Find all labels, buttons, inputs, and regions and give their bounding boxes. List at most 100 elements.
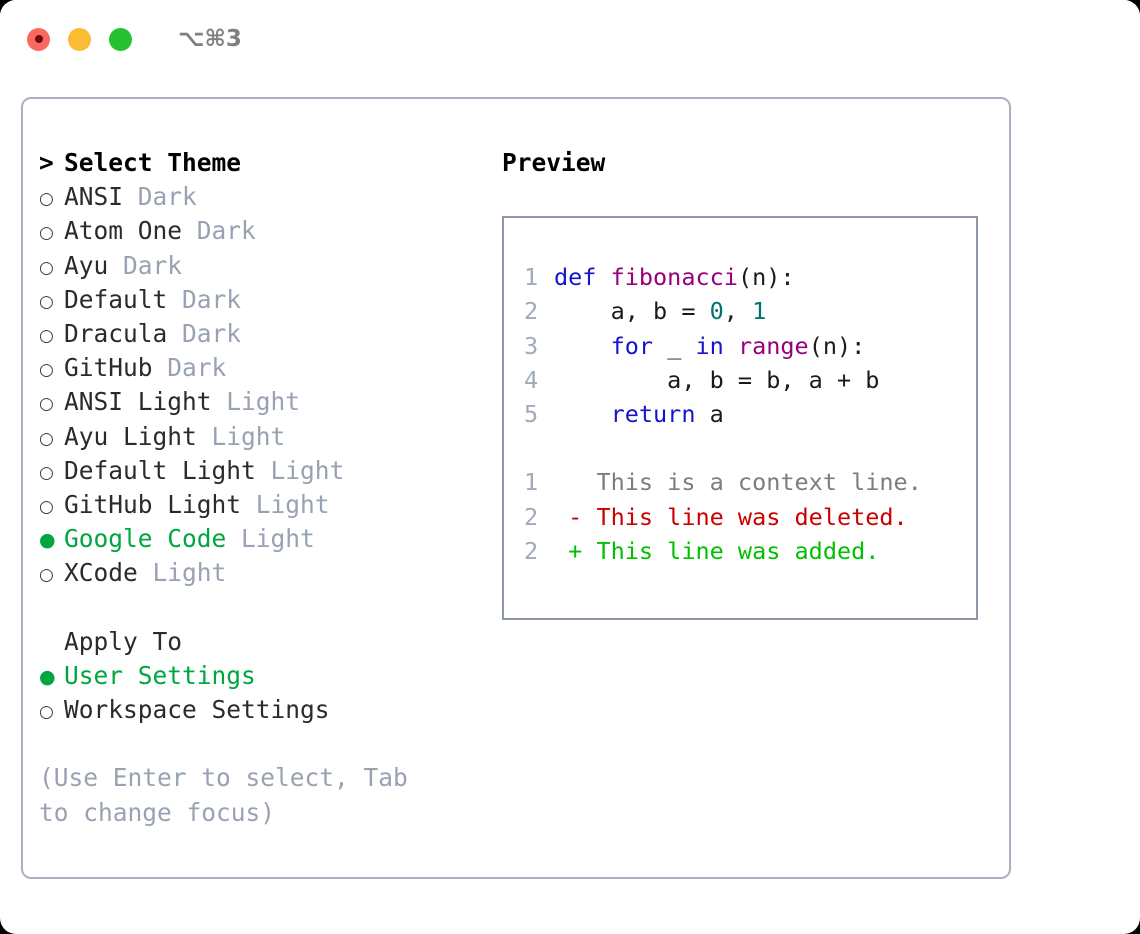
radio-selected-icon[interactable]: ● xyxy=(39,665,56,688)
theme-mode-label: Light xyxy=(270,455,345,485)
line-number: 3 xyxy=(524,331,539,360)
code-token: in xyxy=(695,331,724,360)
radio-unselected-icon[interactable]: ○ xyxy=(39,223,54,244)
diff-line: 2 + This line was added. xyxy=(524,534,976,568)
line-number: 5 xyxy=(524,400,539,429)
close-button[interactable] xyxy=(27,27,50,51)
theme-option-row[interactable]: ○Ayu Light Light xyxy=(39,420,479,454)
theme-option-row[interactable]: ○ Atom One Dark xyxy=(39,214,479,248)
theme-mode-label: Light xyxy=(255,489,330,519)
theme-mode-label: Light xyxy=(241,524,315,554)
radio-unselected-icon[interactable]: ○ xyxy=(39,291,54,312)
caret-icon: > xyxy=(39,148,54,177)
code-token: return xyxy=(610,400,696,429)
radio-unselected-icon[interactable]: ○ xyxy=(39,257,54,278)
diff-line: 2 - This line was deleted. xyxy=(524,500,976,534)
theme-name-label: Atom One xyxy=(64,216,183,246)
code-token xyxy=(724,332,738,360)
theme-option-row[interactable]: ○GitHub Dark xyxy=(39,351,479,385)
theme-option-row[interactable]: ○Default Light Light xyxy=(39,454,479,488)
code-token: fibonacci xyxy=(610,263,738,292)
theme-mode-label: Dark xyxy=(196,216,256,246)
line-number: 2 xyxy=(524,536,539,565)
list-spacer xyxy=(39,590,479,624)
select-theme-label: Select Theme xyxy=(64,148,242,177)
theme-option-row[interactable]: ○ Ayu Dark xyxy=(39,249,479,283)
code-token: 1 xyxy=(752,297,767,326)
code-token xyxy=(554,400,611,428)
theme-mode-label: Dark xyxy=(167,353,227,383)
code-diff-separator xyxy=(524,431,976,465)
maximize-button[interactable] xyxy=(109,27,132,51)
traffic-light-buttons xyxy=(27,27,132,51)
radio-unselected-icon[interactable]: ○ xyxy=(39,189,54,210)
code-token: a, b = b, a + b xyxy=(554,365,880,394)
radio-selected-icon[interactable]: ● xyxy=(39,529,56,552)
radio-unselected-icon[interactable]: ○ xyxy=(39,462,54,483)
line-number: 4 xyxy=(524,365,539,394)
theme-mode-label: Dark xyxy=(182,318,242,348)
theme-option-row[interactable]: ○ ANSI Light Light xyxy=(39,385,479,419)
theme-mode-label: Dark xyxy=(182,284,242,314)
code-line: 2 a, b = 0, 1 xyxy=(524,294,976,328)
preview-heading: Preview xyxy=(502,148,606,177)
code-token: a, b = xyxy=(554,297,710,326)
theme-name-label: ANSI xyxy=(64,182,124,212)
line-number: 2 xyxy=(524,297,539,326)
apply-to-label: User Settings xyxy=(64,660,256,690)
radio-unselected-icon[interactable]: ○ xyxy=(39,325,54,346)
theme-list-column: > Select Theme ○ ANSI Dark ○ Atom One Dark ○ A… xyxy=(39,146,479,830)
code-token: def xyxy=(554,263,611,292)
apply-to-option-row[interactable]: ○ Workspace Settings xyxy=(39,693,479,727)
apply-to-label: Workspace Settings xyxy=(64,695,330,724)
keyboard-shortcut-label: ⌥⌘3 xyxy=(178,26,242,52)
theme-name-label: Default xyxy=(64,284,168,314)
theme-mode-label: Light xyxy=(226,387,301,417)
theme-name-label: Ayu Light xyxy=(64,421,197,451)
code-token xyxy=(554,332,611,360)
minimize-button[interactable] xyxy=(68,27,91,51)
code-token: , xyxy=(723,297,753,326)
code-line: 5 return a xyxy=(524,397,976,431)
line-number: 1 xyxy=(524,468,539,497)
theme-option-row[interactable]: ●Google Code Light xyxy=(39,522,479,556)
theme-option-row[interactable]: ○ ANSI Dark xyxy=(39,180,479,214)
apply-to-heading: Apply To xyxy=(64,626,183,656)
radio-unselected-icon[interactable]: ○ xyxy=(39,565,54,586)
radio-unselected-icon[interactable]: ○ xyxy=(39,428,54,449)
radio-unselected-icon[interactable]: ○ xyxy=(39,702,54,722)
code-token: range xyxy=(737,331,809,360)
theme-mode-label: Light xyxy=(152,558,227,588)
theme-options-list: ○ANSI Dark○Atom One Dark○Ayu Dark○Defaul… xyxy=(39,180,479,590)
theme-option-row[interactable]: ○ Default Dark xyxy=(39,283,479,317)
theme-mode-label: Dark xyxy=(137,182,197,212)
theme-option-row[interactable]: ○XCode Light xyxy=(39,556,479,590)
apply-to-options-list: ● User Settings ○ Workspace Settings xyxy=(39,659,479,727)
keyboard-hint-text: (Use Enter to select, Tab to change focu… xyxy=(39,763,408,827)
code-token: This is a context line. xyxy=(554,468,922,497)
theme-option-row[interactable]: ○ GitHub Light Light xyxy=(39,488,479,522)
theme-name-label: Ayu xyxy=(64,250,109,280)
code-line: 3 for _ in range(n): xyxy=(524,329,976,363)
diff-sample: 1 This is a context line. 2 - This line w… xyxy=(524,465,976,568)
theme-name-label: GitHub Light xyxy=(64,489,242,519)
theme-mode-label: Dark xyxy=(123,250,183,280)
radio-unselected-icon[interactable]: ○ xyxy=(39,360,54,381)
line-number: 2 xyxy=(524,502,539,531)
code-token: (n): xyxy=(808,331,866,360)
code-token: a xyxy=(695,400,724,429)
code-token: _ xyxy=(653,331,696,360)
apply-to-option-row[interactable]: ● User Settings xyxy=(39,659,479,693)
radio-unselected-icon[interactable]: ○ xyxy=(39,496,54,517)
hint-spacer xyxy=(39,727,479,761)
theme-option-row[interactable]: ○Dracula Dark xyxy=(39,317,479,351)
theme-name-label: ANSI Light xyxy=(64,387,212,417)
radio-unselected-icon[interactable]: ○ xyxy=(39,394,54,415)
code-token: + This line was added. xyxy=(554,536,880,565)
select-theme-header: > Select Theme xyxy=(39,146,479,180)
